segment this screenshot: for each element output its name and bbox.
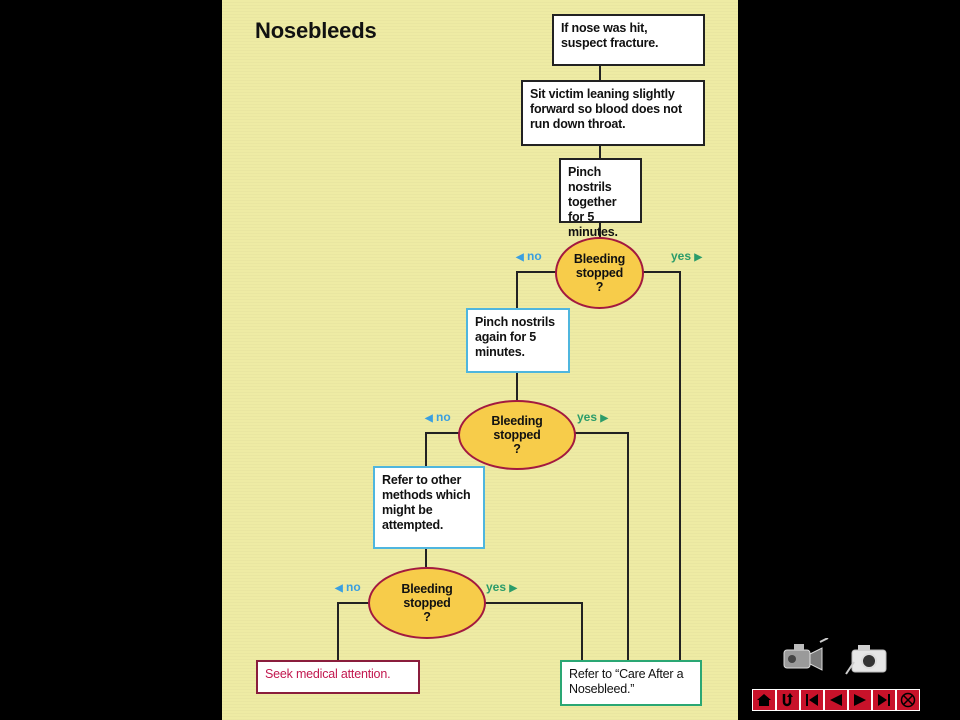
decision-3-no-label: ◀ no [335,580,361,594]
decision-2-no-text: no [436,410,451,424]
care-after-nosebleed-box: Refer to “Care After a Nosebleed.” [560,660,702,706]
pinch-again-box: Pinch nostrils again for 5 minutes. [466,308,570,373]
decision-1-yes-label: yes ▶ [671,249,702,263]
first-page-button[interactable] [800,689,824,711]
sit-forward-text: Sit victim leaning slightly forward so b… [530,87,682,131]
decision-1-line2: stopped [575,266,624,280]
left-arrow-icon: ◀ [335,583,343,594]
right-arrow-icon: ▶ [694,252,703,263]
connector-decision2-no [425,432,460,466]
return-icon [782,693,793,707]
home-icon [757,694,771,706]
decision-1-line1: Bleeding [573,252,626,266]
decision-1-yes-text: yes [671,249,692,263]
navigation-bar [752,689,920,711]
left-arrow-icon: ◀ [516,252,524,263]
seek-medical-attention-box: Seek medical attention. [256,660,420,694]
last-page-icon [878,694,890,706]
next-icon [854,694,866,706]
return-button[interactable] [776,689,800,711]
decision-3-line2: stopped [403,596,451,610]
last-page-button[interactable] [872,689,896,711]
decision-3-yes-text: yes [486,580,507,594]
connector-decision3-yes [484,602,583,660]
refer-other-methods-text: Refer to other methods which might be at… [382,473,471,532]
decision-2-line2: stopped [493,428,541,442]
fracture-box: If nose was hit, suspect fracture. [552,14,705,66]
connector-decision3-no [337,602,370,660]
refer-other-methods-box: Refer to other methods which might be at… [373,466,485,549]
flowchart-panel: Nosebleeds If nose was hit, suspect frac… [222,0,738,720]
first-page-icon [806,694,818,706]
right-arrow-icon: ▶ [509,583,518,594]
decision-1-no-text: no [527,249,542,263]
left-arrow-icon: ◀ [425,413,433,424]
video-camera-icon[interactable] [780,638,830,678]
decision-2-oval: Bleeding stopped ? [458,400,576,470]
sit-forward-box: Sit victim leaning slightly forward so b… [521,80,705,146]
connector-decision1-no [516,271,557,308]
page-title: Nosebleeds [255,18,377,43]
decision-2-yes-text: yes [577,410,598,424]
decision-2-no-label: ◀ no [425,410,451,424]
decision-3-line1: Bleeding [401,582,453,596]
decision-3-no-text: no [346,580,361,594]
decision-1-no-label: ◀ no [516,249,542,263]
home-button[interactable] [752,689,776,711]
connector-decision1-yes [642,271,681,660]
decision-2-line1: Bleeding [491,414,543,428]
decision-3-yes-label: yes ▶ [486,580,517,594]
fracture-text: If nose was hit, suspect fracture. [561,21,659,50]
previous-icon [830,694,842,706]
close-icon [900,692,916,708]
previous-button[interactable] [824,689,848,711]
decision-2-yes-label: yes ▶ [577,410,608,424]
seek-medical-attention-text: Seek medical attention. [265,667,391,681]
decision-1-oval: Bleeding stopped ? [555,237,644,309]
decision-1-line3: ? [595,280,604,294]
pinch-again-text: Pinch nostrils again for 5 minutes. [475,315,555,359]
decision-3-line3: ? [423,610,431,624]
pinch-nostrils-box: Pinch nostrils together for 5 minutes. [559,158,642,239]
decision-2-line3: ? [513,442,521,456]
next-button[interactable] [848,689,872,711]
decision-3-oval: Bleeding stopped ? [368,567,486,639]
pinch-nostrils-text: Pinch nostrils together for 5 minutes. [568,165,618,239]
close-button[interactable] [896,689,920,711]
photo-camera-icon[interactable] [842,638,890,678]
care-after-nosebleed-text: Refer to “Care After a Nosebleed.” [569,667,684,696]
connector-lines [337,66,681,660]
connector-decision2-yes [574,432,629,660]
right-arrow-icon: ▶ [600,413,609,424]
